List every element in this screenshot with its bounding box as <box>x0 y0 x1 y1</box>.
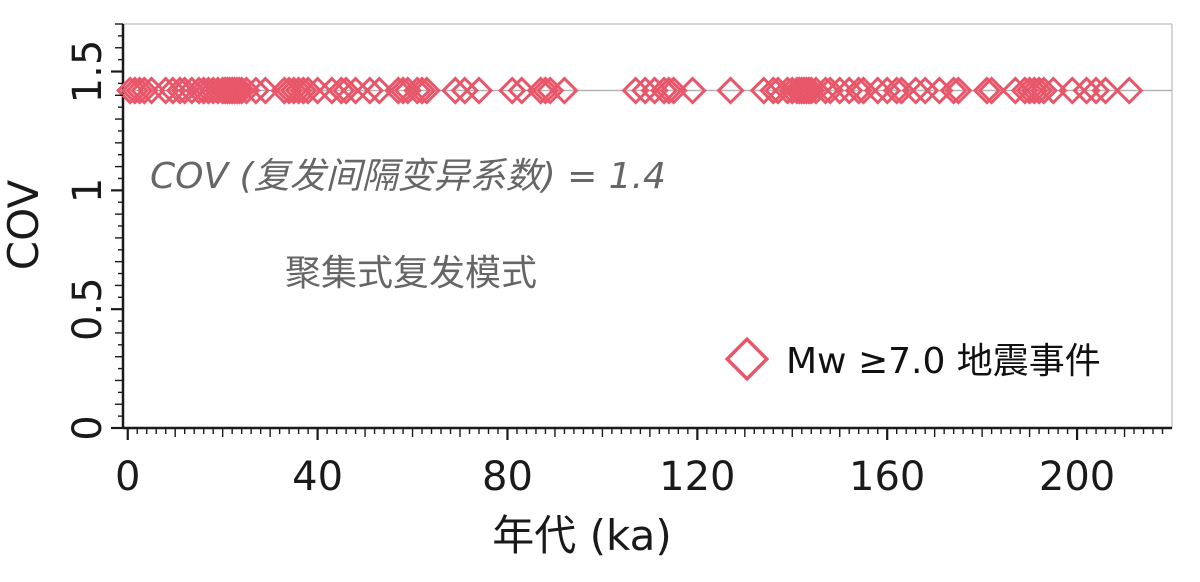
y-tick-label: 1 <box>65 178 111 203</box>
x-tick-label: 40 <box>292 454 343 500</box>
data-point <box>232 76 261 105</box>
data-point <box>130 76 159 105</box>
data-point <box>863 76 892 105</box>
data-point <box>550 76 579 105</box>
data-point <box>1091 76 1120 105</box>
data-point <box>531 76 560 105</box>
data-point <box>882 76 911 105</box>
data-point <box>441 76 470 105</box>
data-point <box>355 76 384 105</box>
y-axis-label: COV <box>0 180 48 271</box>
data-point <box>403 76 432 105</box>
data-point <box>621 76 650 105</box>
data-point <box>125 76 154 105</box>
data-point <box>659 76 688 105</box>
data-point <box>251 76 280 105</box>
data-point <box>901 76 930 105</box>
cov-annotation: COV (复发间隔变异系数) = 1.4 <box>150 156 666 197</box>
data-point <box>816 76 845 105</box>
data-point <box>972 76 1002 105</box>
marker-layer <box>115 76 1144 105</box>
data-point <box>158 76 187 105</box>
data-point <box>464 76 494 105</box>
data-point <box>939 76 968 105</box>
data-point <box>716 76 745 105</box>
data-point <box>165 76 195 105</box>
data-point <box>977 76 1006 105</box>
x-tick-label: 80 <box>482 454 533 500</box>
data-point <box>384 76 413 105</box>
data-point <box>498 76 527 105</box>
x-tick-label: 120 <box>659 454 735 500</box>
data-point <box>631 76 660 105</box>
data-point <box>1039 76 1068 105</box>
data-point <box>944 76 973 105</box>
data-point <box>1020 76 1049 105</box>
data-point <box>365 76 394 105</box>
data-point <box>825 76 854 105</box>
data-point <box>507 76 536 105</box>
data-point <box>331 76 361 105</box>
legend-label: Mw ≥7.0 地震事件 <box>786 341 1101 382</box>
data-point <box>1072 76 1101 105</box>
data-point <box>649 76 679 105</box>
data-point <box>1081 76 1111 105</box>
data-point <box>790 76 819 105</box>
data-point <box>293 76 323 105</box>
y-axis: 0 0.5 1 1.5 <box>65 23 123 441</box>
x-tick-label: 0 <box>115 454 140 500</box>
legend-marker-icon <box>724 336 770 382</box>
x-axis: 0 40 80 120 160 200 <box>115 428 1164 500</box>
x-tick-label: 200 <box>1039 454 1115 500</box>
y-tick-label: 0.5 <box>65 277 111 341</box>
data-point <box>222 76 252 105</box>
data-point <box>526 76 555 105</box>
data-point <box>284 76 313 105</box>
legend: Mw ≥7.0 地震事件 <box>724 336 1101 382</box>
pattern-annotation: 聚集式复发模式 <box>285 253 537 294</box>
data-point <box>678 76 707 105</box>
data-point <box>792 76 821 105</box>
data-point <box>412 76 441 105</box>
x-tick-label: 160 <box>849 454 925 500</box>
data-point <box>1029 76 1058 105</box>
x-axis-label: 年代 (ka) <box>492 511 671 560</box>
data-point <box>1115 76 1144 105</box>
data-point <box>844 76 873 105</box>
y-tick-label: 1.5 <box>65 40 111 104</box>
y-tick-label: 0 <box>65 415 111 440</box>
data-point <box>241 76 271 105</box>
data-point <box>654 76 683 105</box>
data-point <box>407 76 437 105</box>
data-point <box>220 76 249 105</box>
